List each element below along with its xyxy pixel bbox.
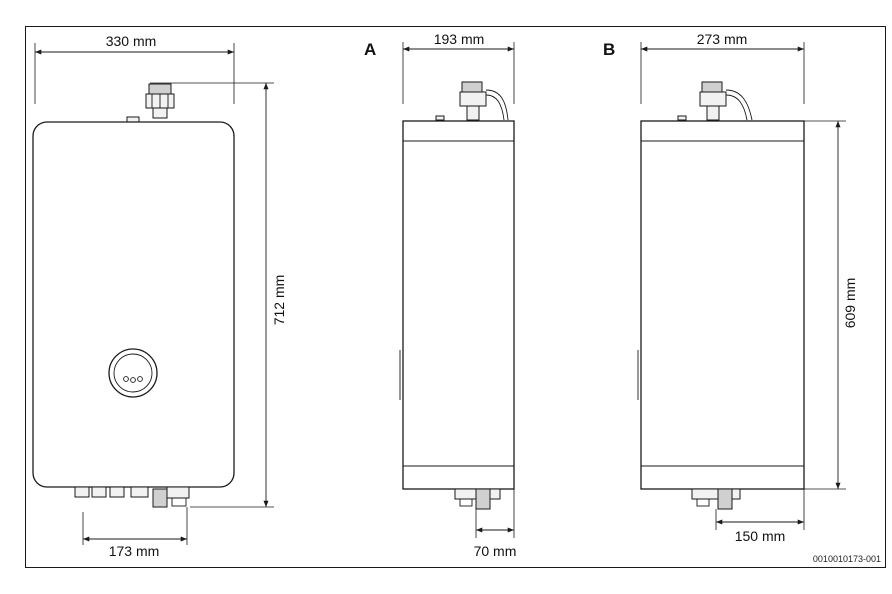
b-bottom-connection xyxy=(691,488,741,510)
b-height-label: 609 mm xyxy=(842,278,858,329)
side-view-a-label: A xyxy=(364,40,376,59)
a-top-valve xyxy=(435,81,509,121)
b-body xyxy=(640,120,805,490)
a-bottom-connection xyxy=(454,488,501,510)
front-width-label: 330 mm xyxy=(106,33,157,49)
a-body xyxy=(402,120,515,490)
front-body xyxy=(32,121,235,488)
b-top-valve xyxy=(677,81,753,121)
side-view-b: B 273 mm 609 mm xyxy=(603,31,858,544)
b-depth-label: 273 mm xyxy=(697,31,748,47)
front-bottom-connections xyxy=(74,486,190,508)
a-depth-label: 193 mm xyxy=(434,31,485,47)
a-offset-label: 70 mm xyxy=(474,543,517,559)
drawing-frame xyxy=(25,26,886,568)
document-code: 0010010173-001 xyxy=(813,554,881,564)
front-top-valve xyxy=(126,83,175,123)
side-view-a: A 193 mm 70 mm xyxy=(364,31,516,559)
front-view: 330 mm xyxy=(32,33,287,559)
front-height-label: 712 mm xyxy=(271,275,287,326)
side-view-b-label: B xyxy=(603,40,615,59)
b-offset-label: 150 mm xyxy=(735,528,786,544)
control-knob xyxy=(108,348,158,398)
front-spacing-label: 173 mm xyxy=(109,543,160,559)
